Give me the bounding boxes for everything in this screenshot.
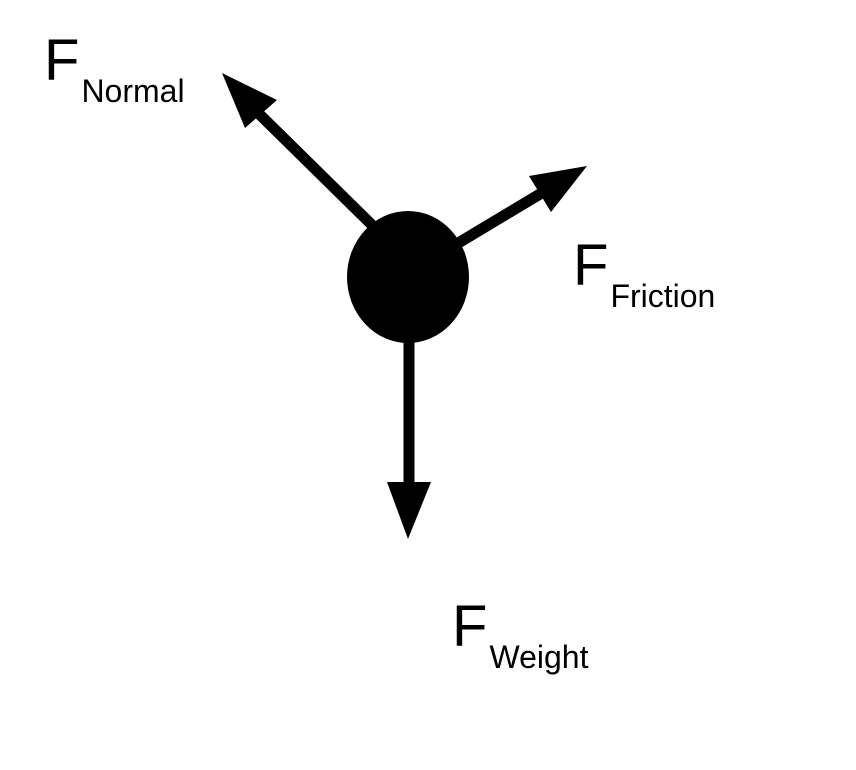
friction-force-shaft [452,186,548,250]
friction-force-subscript: Friction [610,278,716,314]
normal-force-arrowhead [222,73,277,128]
weight-force-label: FWeight [452,594,588,674]
normal-force-subscript: Normal [81,73,185,109]
normal-force-symbol: F [44,28,80,93]
friction-force-arrow [452,166,587,250]
object-body [347,211,469,343]
weight-force-arrowhead [387,482,431,539]
normal-force-label: FNormal [44,28,185,108]
weight-force-arrow [387,335,431,539]
weight-force-symbol: F [452,594,488,659]
friction-force-symbol: F [573,233,609,298]
normal-force-arrow [222,73,376,229]
friction-force-label: FFriction [573,233,715,313]
friction-force-arrowhead [529,166,587,212]
normal-force-shaft [244,99,376,229]
weight-force-subscript: Weight [489,639,589,675]
